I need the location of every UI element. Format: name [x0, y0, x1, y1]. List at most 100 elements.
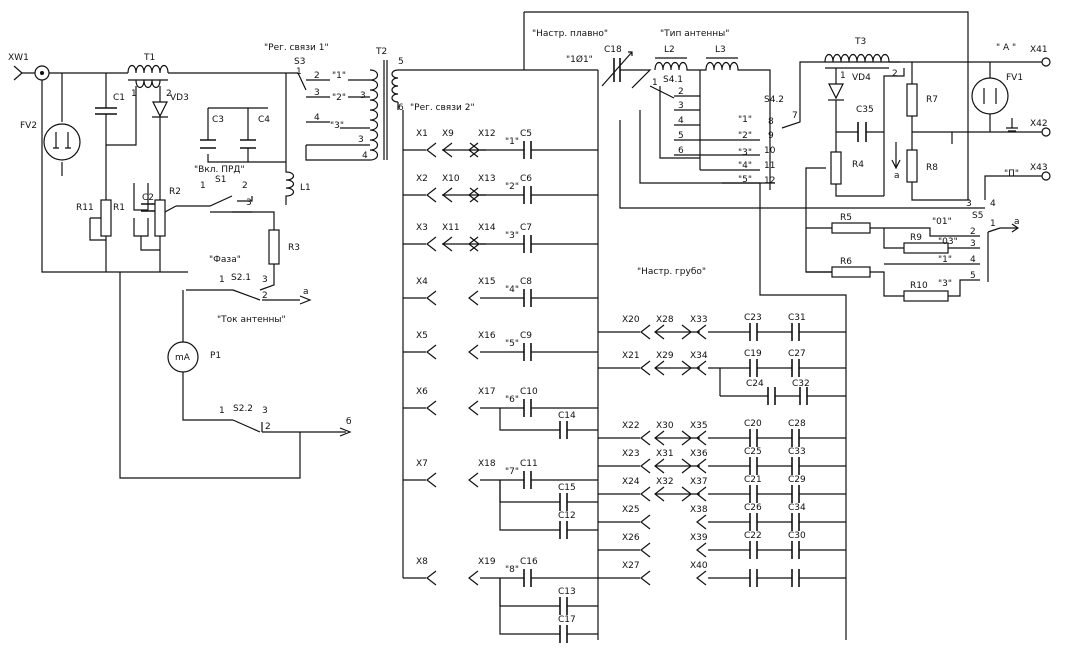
row-c-label: C16: [520, 557, 538, 567]
coarse-xr-label: X33: [690, 315, 708, 325]
r2-label: R2: [169, 187, 181, 197]
s3-pos1: "1": [332, 71, 346, 81]
row-c-label: C5: [520, 129, 532, 139]
parallel-cap: C12: [499, 480, 598, 539]
s21-pin2: 2: [262, 291, 268, 301]
s5-out-a: а: [1014, 217, 1020, 227]
s5-pin3b: 3: [970, 239, 976, 249]
coarse-c1-label: C21: [744, 475, 762, 485]
parallel-cap: C15: [499, 480, 598, 511]
parallel-cap-label: C12: [558, 511, 576, 521]
coarse-xr-label: X40: [690, 561, 708, 571]
row-c-label: C6: [520, 174, 532, 184]
r5-resistor: [831, 222, 871, 234]
coarse-jack-right: [696, 458, 707, 474]
t1-sec-wire: [106, 86, 161, 146]
row-x-label: X6: [416, 387, 428, 397]
coarse-c2-label: C30: [788, 531, 806, 541]
pos-101: "1Ø1": [566, 54, 593, 65]
t2-tap3b: 3: [358, 135, 364, 145]
row-xr-label: X15: [478, 277, 496, 287]
capacitor: [523, 569, 532, 587]
t2-tap4: 4: [362, 151, 368, 161]
s1-switch: [176, 195, 253, 213]
capacitor: [791, 541, 800, 559]
row-c-label: C8: [520, 277, 532, 287]
ground-line-wire: [912, 131, 1042, 144]
coarse-c1-label: C19: [744, 349, 762, 359]
row-x-label: X8: [416, 557, 428, 567]
s21-switch: [186, 289, 312, 305]
coarse-c2-label: C31: [788, 313, 806, 323]
vd3-label: VD3: [170, 93, 189, 103]
jack-mid-right: [469, 142, 480, 158]
s21-pin3: 3: [262, 275, 268, 285]
coarse-xm-label: X32: [656, 477, 674, 487]
s3-pos3: "3": [330, 121, 344, 131]
coarse-x-label: X20: [622, 315, 640, 325]
s42-pin8: 8: [768, 117, 774, 127]
t2-primary: [369, 69, 379, 161]
row-x-label: X3: [416, 223, 428, 233]
jack-mid-right: [469, 187, 480, 203]
jack-left: [426, 570, 437, 586]
parallel-cap-label: C17: [558, 615, 576, 625]
s42-pin11: 11: [764, 161, 775, 171]
s42-pin10: 10: [764, 146, 776, 156]
r4-out-a: а: [894, 171, 900, 181]
jack-mid-left: [442, 236, 453, 252]
x41-label: X41: [1030, 45, 1048, 55]
c1-label: C1: [113, 93, 125, 103]
capacitor: [523, 471, 532, 489]
coarse-xm-label: X29: [656, 351, 674, 361]
t1-label: T1: [143, 53, 155, 63]
jack-mid-left: [442, 142, 453, 158]
row-x-label: X2: [416, 174, 428, 184]
coarse-jack-mid-right: [681, 430, 692, 446]
p1-meter: [167, 341, 199, 373]
s42-label: S4.2: [764, 95, 784, 105]
s5-switch: [987, 223, 1020, 233]
capacitor: [791, 323, 800, 341]
coarse-jack-left: [640, 542, 651, 558]
capacitor: [559, 521, 568, 539]
s42-pos4: "4": [738, 161, 752, 171]
t2-label: T2: [375, 47, 387, 57]
coarse-c1-label: C24: [746, 379, 764, 389]
coarse-jack-left: [640, 458, 651, 474]
s3-pin4: 4: [314, 113, 320, 123]
capacitor: [559, 421, 568, 439]
vd3-diode: [152, 101, 168, 118]
r4-out-arrow: [891, 142, 901, 170]
fv2-arrester: [43, 123, 81, 161]
jack-left: [426, 187, 437, 203]
s22-switch: [232, 419, 352, 437]
s42-pos3: "3": [738, 148, 752, 158]
s3-pos2: "2": [332, 93, 346, 103]
parallel-cap-wire: [499, 408, 598, 431]
r2-resistor: [154, 199, 166, 237]
fv1-electrodes: [983, 62, 997, 132]
row-c-label: C9: [520, 331, 532, 341]
ground-bus-wire: [41, 80, 188, 273]
coarse-c1-label: C20: [744, 419, 762, 429]
c18-label: C18: [604, 45, 622, 55]
row-xm-label: X11: [442, 223, 460, 233]
coarse-xm-label: X30: [656, 421, 674, 431]
coarse-c2-label: C29: [788, 475, 806, 485]
r11-label: R11: [76, 203, 94, 213]
grubo-caption: "Настр. грубо": [637, 267, 706, 277]
coarse-jack-mid-left: [654, 486, 665, 502]
coarse-c2-label: C34: [788, 503, 806, 513]
row-pos-label: "8": [505, 565, 519, 575]
p1-label: P1: [210, 351, 221, 361]
capacitor: [523, 343, 532, 361]
coarse-c1-label: C22: [744, 531, 762, 541]
